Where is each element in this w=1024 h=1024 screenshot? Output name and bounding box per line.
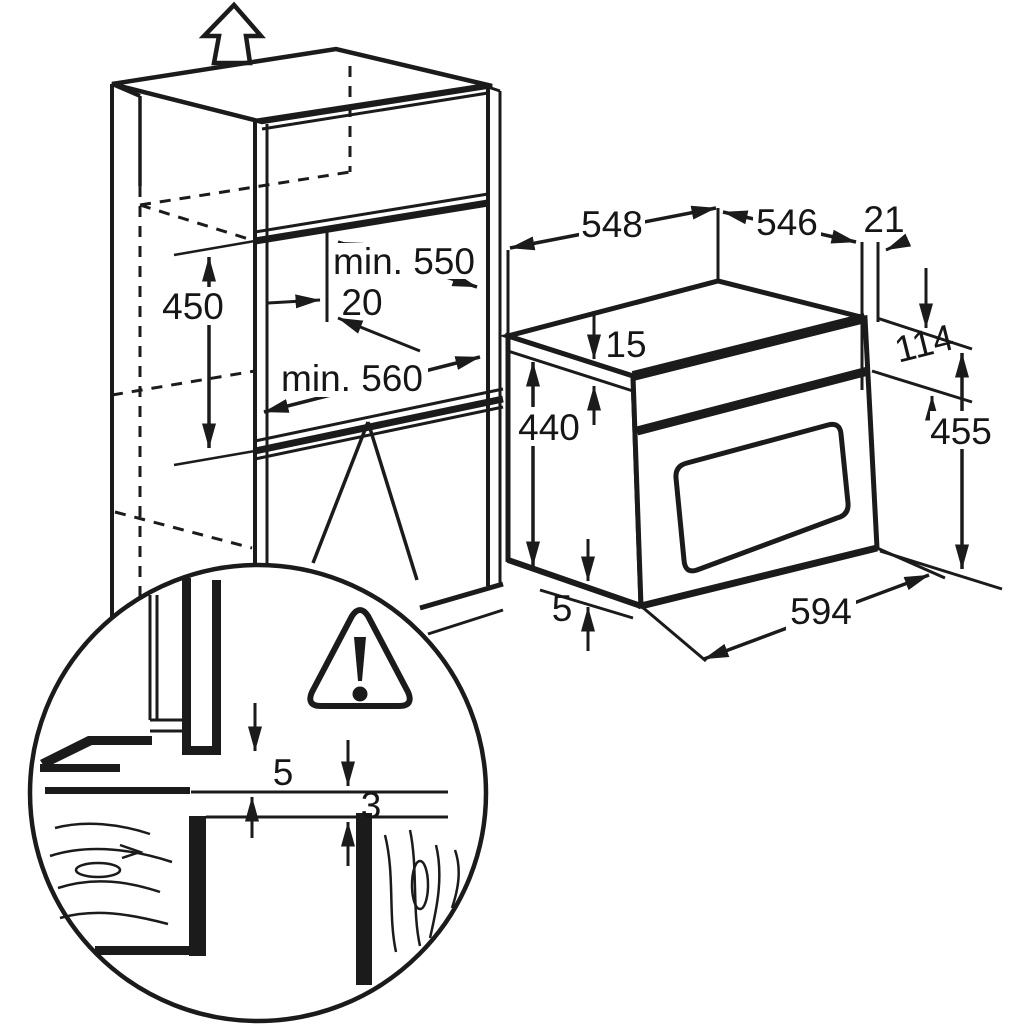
hidden-edge [114,510,253,550]
section-oven-frame-cap [182,746,221,755]
label-backing [930,411,992,449]
dim-label-niche-width: min. 560 [281,358,423,399]
label-backing [278,360,428,397]
shelf-front-edge [254,395,504,455]
dim-label-rear-gap: 20 [341,282,382,323]
shelf-front-trim [356,813,372,985]
shelf-top-edge [45,787,190,794]
dim-bottom-recess: 5 [552,539,595,651]
dim-label-top-edge-left: 548 [581,204,643,245]
cabinet-line [111,82,141,98]
hidden-edge [139,203,256,243]
up-arrow-icon [198,1,266,66]
wood-grain [383,829,460,953]
section-oven-floor-strip [40,736,152,768]
top-recess-line [507,349,634,393]
dim-detail-front-gap: 5 [245,703,294,838]
leader-line [885,233,912,252]
niche-top-inner-line [254,192,489,234]
exclamation-dot [352,686,368,702]
dim-control-panel-height: 114 [871,268,973,421]
cabinet-figure: 450 min. 550 20 min. 560 [110,1,504,636]
shelf-front-trim [189,816,206,956]
warning-triangle-outline [307,607,413,709]
shelf-bottom-edge [95,946,206,955]
lower-panel-edge [419,581,504,611]
hidden-edge [139,170,351,207]
section-oven-frame-bar [182,578,191,754]
detail-callout-line [311,421,370,564]
dim-label-top-edge-right: 546 [756,202,818,243]
label-backing [161,287,225,325]
oven-top-trim [631,313,867,381]
dim-label-bottom-recess: 5 [552,588,573,629]
bottom-recess-line [539,588,634,620]
oven-bottom-left-edge [507,557,642,609]
niche-top-edge [254,199,489,245]
label-backing [579,206,645,243]
lower-panel-line [427,608,504,636]
hidden-edge [111,369,256,397]
extension-line [173,449,256,467]
cabinet-line [487,85,501,93]
dim-body-height: 440 [517,361,581,567]
shelf-bottom-line [254,405,504,461]
dim-label-rear-offset: 21 [863,199,904,240]
section-strip [40,764,120,772]
cabinet-top-front-edge [254,82,489,124]
detail-circle: 5 3 [27,562,489,1024]
extension-line [640,604,707,663]
label-backing [332,243,478,279]
dim-label-overall-height: 455 [930,411,992,452]
dim-rear-offset: 21 [863,199,912,252]
extension-line [876,546,946,580]
dim-label-top-recess: 15 [605,324,646,365]
dim-label-front-width: 594 [790,591,852,632]
dim-label-detail-shelf-gap: 3 [361,785,382,826]
dim-niche-depth: min. 550 [332,240,478,289]
oven-figure: 548 546 21 114 455 [499,199,1003,663]
leader-line [267,294,321,309]
dim-overall-height: 455 [879,352,1003,591]
dim-top-recess: 15 [587,311,647,425]
oven-right-edge [863,317,879,549]
exclamation-bar [354,637,366,681]
detail-callout-line [366,421,419,581]
dim-label-niche-height: 450 [162,286,224,327]
oven-control-panel-edge [635,366,870,436]
label-backing [786,591,856,630]
dim-detail-shelf-gap: 3 [341,740,382,866]
oven-door-window [673,421,851,574]
cabinet-line [261,91,489,131]
cabinet-top-face [111,46,493,125]
dim-label-detail-front-gap: 5 [273,752,294,793]
dim-front-width: 594 [640,546,946,663]
warning-triangle-icon [307,607,413,709]
dim-top-edge-right: 546 [722,202,857,244]
dim-niche-width: min. 560 [263,316,481,414]
leader-line [337,316,421,353]
section-oven-frame-bar [212,580,221,748]
label-backing [517,407,581,446]
label-backing [753,204,821,238]
extension-line [173,239,256,257]
dim-top-edge-left: 548 [506,204,720,334]
dim-rear-gap: 20 [267,282,383,323]
dim-label-niche-depth: min. 550 [333,241,475,282]
extension-line [871,369,973,404]
dim-label-body-height: 440 [518,407,580,448]
wood-grain [49,822,173,926]
extension-line [876,316,973,351]
dim-niche-height: 450 [161,239,256,467]
